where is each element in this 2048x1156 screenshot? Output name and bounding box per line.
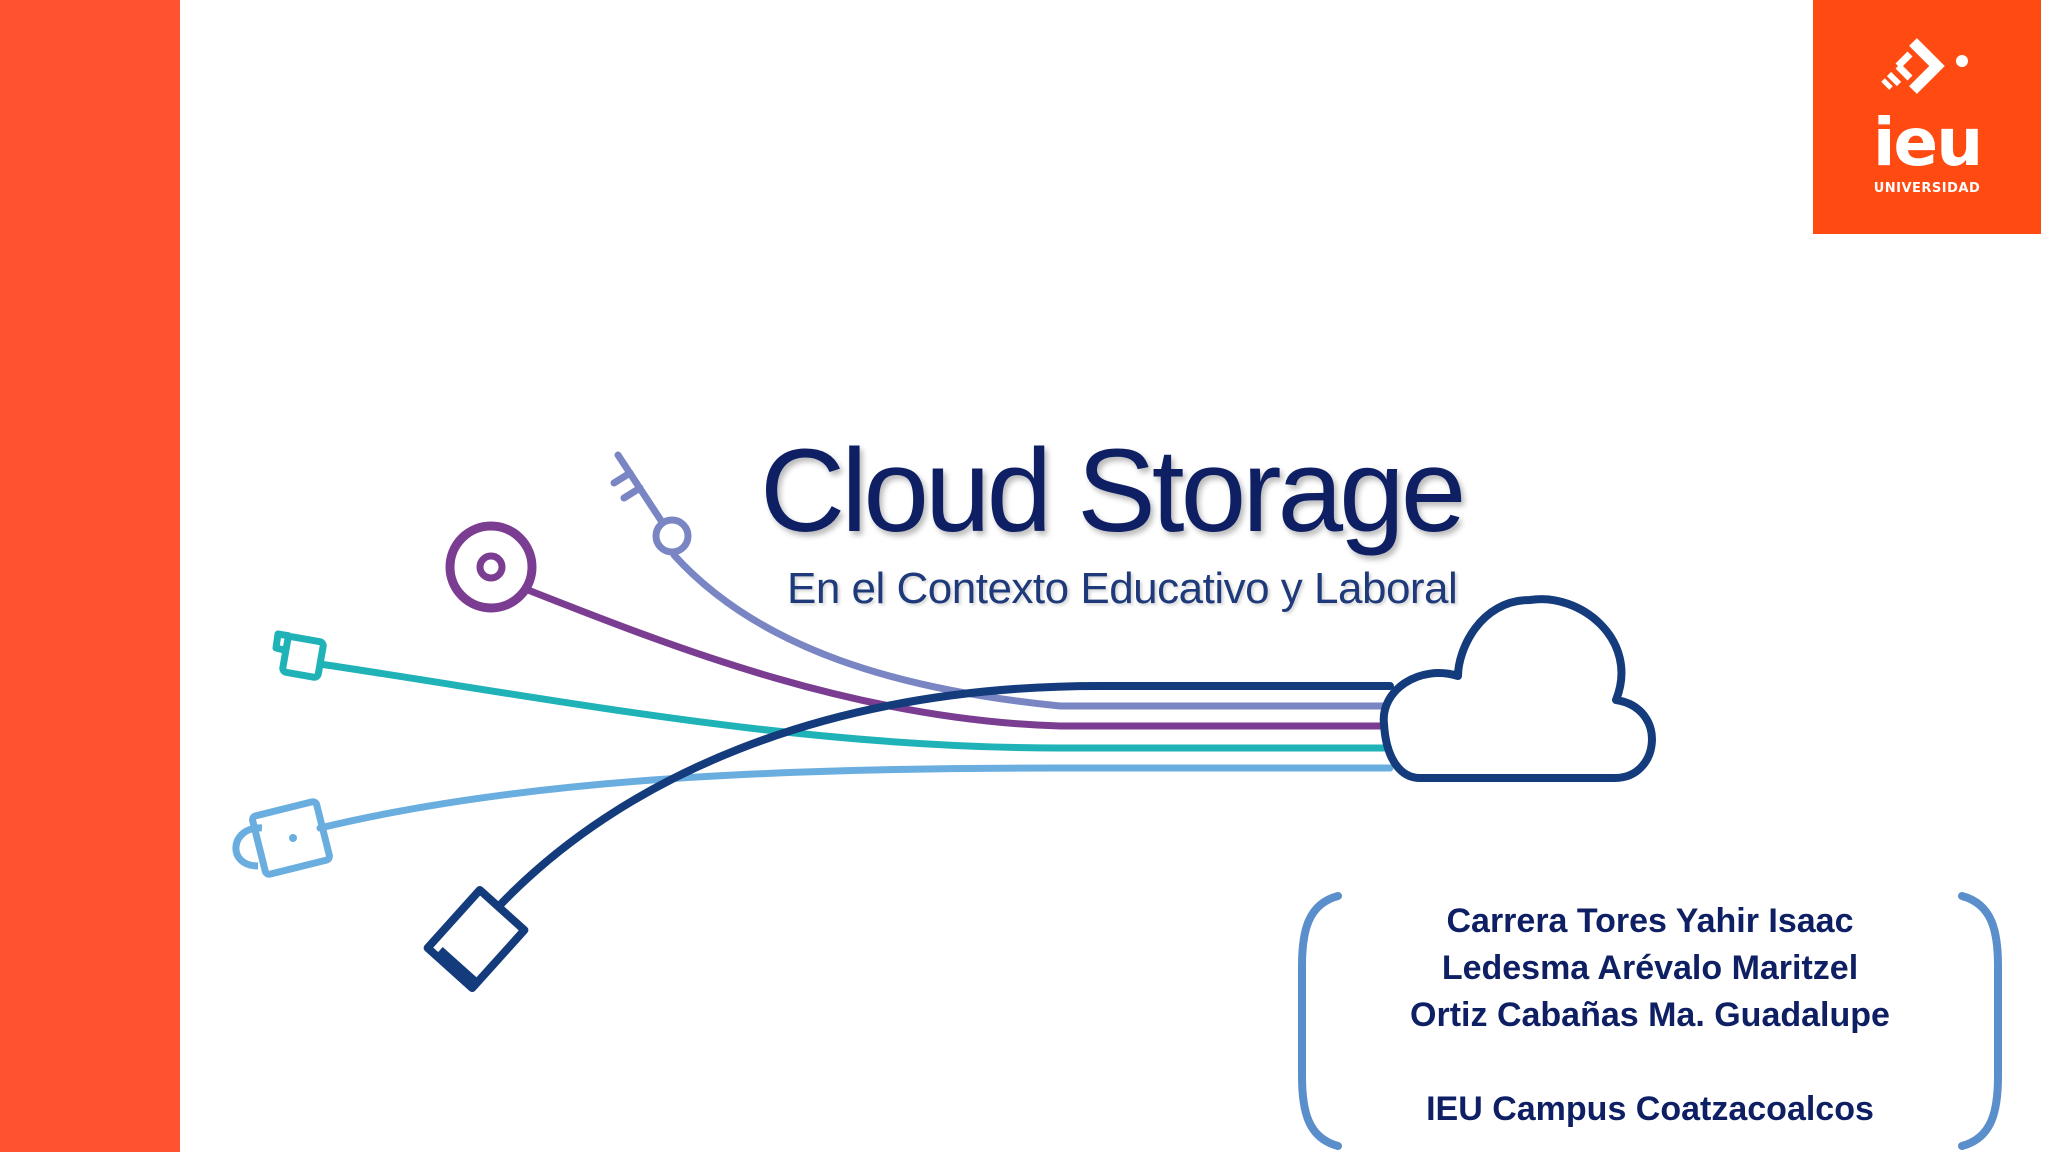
target-icon [445, 521, 537, 613]
author-list: Carrera Tores Yahir Isaac Ledesma Aréval… [1320, 898, 1980, 1133]
logo-subtitle: UNIVERSIDAD [1873, 181, 1981, 196]
author-brackets [1298, 892, 2002, 1150]
key-icon [610, 451, 692, 556]
logo-wordmark: ieu [1872, 104, 1983, 181]
author-name: Ledesma Arévalo Maritzel [1441, 949, 1859, 987]
usb-cable [496, 682, 1394, 909]
author-name: Carrera Tores Yahir Isaac [1446, 902, 1854, 940]
slide-title: Cloud Storage [760, 425, 1466, 557]
left-bracket [1298, 892, 1342, 1150]
lock-icon [232, 798, 333, 878]
ieu-chevron-icon [1881, 38, 1968, 94]
ieu-logo: ieu UNIVERSIDAD [1813, 0, 2041, 234]
slide-subtitle: En el Contexto Educativo y Laboral [787, 564, 1458, 613]
padlock-cable [316, 660, 1394, 752]
lock-cable [316, 764, 1394, 832]
target-cable [524, 586, 1394, 730]
right-bracket [1958, 892, 2002, 1150]
author-name: Ortiz Cabañas Ma. Guadalupe [1410, 996, 1890, 1034]
padlock-icon [272, 630, 327, 681]
side-bar [0, 0, 180, 1152]
key-cable [670, 551, 1394, 710]
cloud-icon [1379, 595, 1656, 782]
author-spacer [1320, 1039, 1980, 1086]
usb-plug-icon [423, 885, 529, 993]
campus-name: IEU Campus Coatzacoalcos [1426, 1090, 1874, 1128]
